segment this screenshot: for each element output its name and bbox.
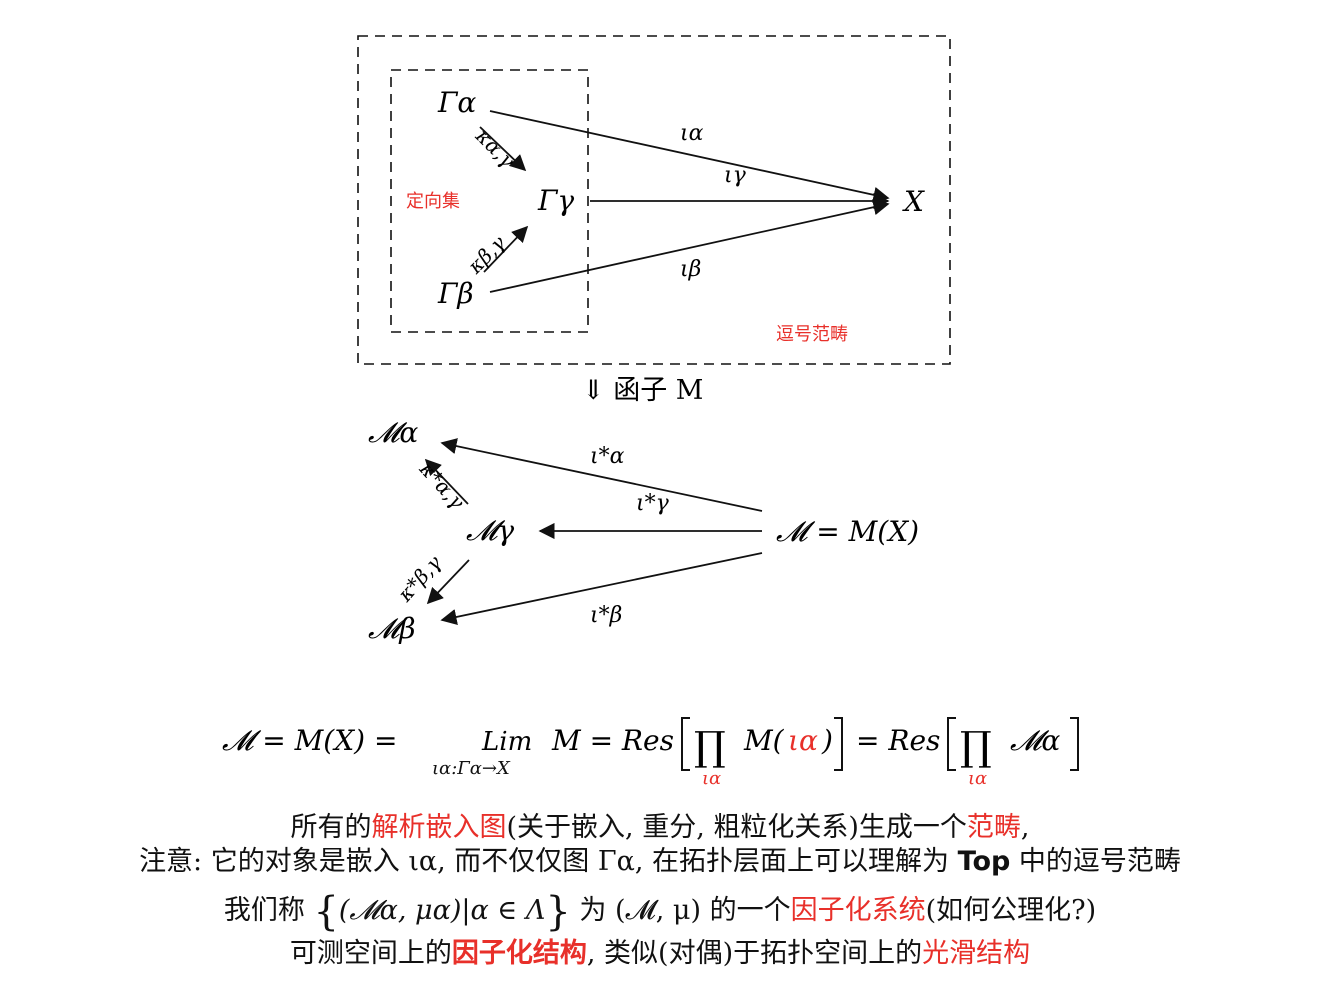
label-iota-beta-star: ι*β: [590, 603, 622, 628]
node-gamma-beta: Γβ: [437, 277, 474, 310]
line2-top: Top: [957, 846, 1011, 877]
text-line-1: 所有的解析嵌入图(关于嵌入, 重分, 粗粒化关系)生成一个范畴,: [0, 812, 1320, 844]
line3-d: (如何公理化?): [925, 895, 1097, 926]
formula-lhs: 𝓜 = M(X) =: [222, 724, 397, 757]
formula-iota-red: ια: [788, 724, 818, 757]
formula-m-of: M(: [743, 724, 785, 757]
line3-a: 我们称: [223, 895, 314, 926]
arrow-iota-alpha: [489, 110, 890, 203]
label-kappa-beta-gamma-star: κ*β,γ: [392, 551, 446, 607]
line1-category: 范畴: [966, 812, 1021, 843]
product-subscript-2: ια: [968, 768, 987, 789]
node-m-gamma: 𝓜γ: [466, 514, 514, 547]
arrow-kappa-alpha-gamma: [479, 126, 527, 172]
formula-lim-subscript: ια:Γα→X: [432, 758, 511, 779]
node-m-alpha: 𝓜α: [368, 416, 418, 449]
right-brace: }: [545, 889, 571, 935]
left-bracket-2: [947, 717, 956, 771]
left-bracket-1: [681, 717, 690, 771]
formula-mid: M = Res: [551, 724, 674, 757]
formula-close: ): [821, 724, 833, 757]
line4-c: , 类似(对偶)于拓扑空间上的: [586, 938, 923, 969]
line1-e: ,: [1020, 812, 1030, 843]
arrow-kappa-beta-gamma: [483, 225, 529, 273]
right-bracket-1: [834, 717, 843, 771]
formula-m-alpha: 𝓜α: [1010, 724, 1060, 757]
left-brace: {: [313, 889, 339, 935]
label-iota-alpha-star: ι*α: [590, 444, 625, 469]
text-line-3: 我们称 {(𝓜α, μα)|α ∈ Λ} 为 (𝓜, μ) 的一个因子化系统(如…: [0, 888, 1320, 936]
node-gamma-gamma: Γγ: [537, 184, 574, 217]
line4-factorization-structure: 因子化结构: [451, 938, 587, 969]
arrow-kappa-alpha-gamma-star: [424, 458, 469, 505]
product-symbol-2: ∏: [960, 724, 992, 770]
arrow-iota-alpha-star: [440, 438, 763, 512]
line3-set: (𝓜α, μα)|α ∈ Λ: [338, 895, 546, 926]
arrow-iota-beta: [489, 199, 890, 293]
line1-analytic-embedding: 解析嵌入图: [371, 812, 507, 843]
functor-label: ⇓ 函子 M: [582, 375, 703, 406]
label-kappa-alpha-gamma-star: κ*α,γ: [414, 456, 469, 514]
line1-c: (关于嵌入, 重分, 粗粒化关系)生成一个: [506, 812, 967, 843]
node-m-beta: 𝓜β: [368, 612, 416, 645]
product-symbol-1: ∏: [694, 724, 726, 770]
line1-a: 所有的: [290, 812, 372, 843]
line2-c: 中的逗号范畴: [1010, 846, 1181, 877]
text-line-2: 注意: 它的对象是嵌入 ια, 而不仅仅图 Γα, 在拓扑层面上可以理解为 To…: [0, 846, 1320, 878]
label-comma-category: 逗号范畴: [776, 324, 848, 345]
line4-smooth-structure: 光滑结构: [922, 938, 1031, 969]
label-directed-set: 定向集: [406, 191, 460, 212]
line2-a: 注意: 它的对象是嵌入 ια, 而不仅仅图 Γα, 在拓扑层面上可以理解为: [139, 846, 958, 877]
label-kappa-beta-gamma: κβ,γ: [462, 231, 510, 279]
node-gamma-alpha: Γα: [437, 86, 476, 119]
arrow-kappa-beta-gamma-star: [426, 559, 470, 605]
node-mx: 𝓜 = M(X): [776, 515, 919, 548]
node-x: X: [902, 185, 925, 218]
line4-a: 可测空间上的: [289, 938, 452, 969]
main-formula: 𝓜 = M(X) = Lim ια:Γα→X M = Res ∏ ια M( ι…: [222, 717, 1079, 789]
line3-b: 为 (𝓜, μ) 的一个: [570, 895, 791, 926]
label-iota-gamma: ιγ: [724, 163, 747, 188]
directed-set-box: [390, 69, 589, 333]
label-iota-gamma-star: ι*γ: [636, 491, 670, 516]
arrow-iota-beta-star: [440, 552, 763, 625]
text-line-4: 可测空间上的因子化结构, 类似(对偶)于拓扑空间上的光滑结构: [0, 938, 1320, 970]
formula-lim: Lim: [481, 727, 532, 757]
label-iota-beta: ιβ: [680, 257, 701, 282]
comma-category-box: [357, 35, 951, 365]
product-subscript-1: ια: [702, 768, 721, 789]
formula-res2: = Res: [856, 724, 940, 757]
label-kappa-alpha-gamma: κα,γ: [470, 123, 519, 172]
line3-factorization-system: 因子化系统: [790, 895, 926, 926]
label-iota-alpha: ια: [680, 121, 704, 146]
right-bracket-2: [1070, 717, 1079, 771]
